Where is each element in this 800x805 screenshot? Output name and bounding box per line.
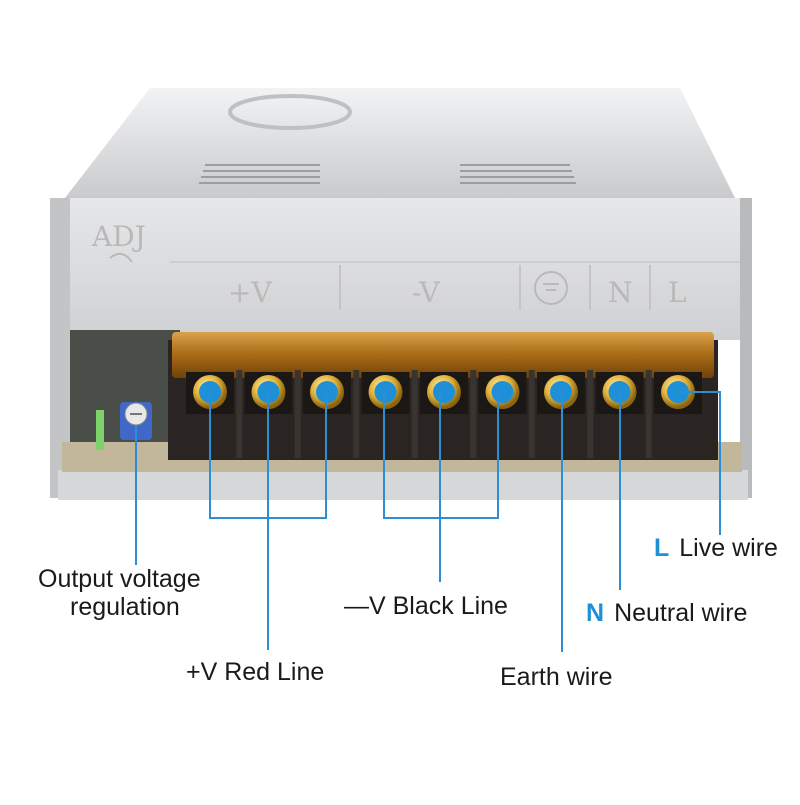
terminal-divider-2: [294, 370, 301, 458]
neutral-key: N: [586, 599, 605, 627]
live-key: L: [654, 534, 670, 562]
terminal-6: [478, 372, 527, 414]
panel-markings: ADJ +V -V N L: [91, 220, 740, 310]
terminal-divider-5: [470, 370, 477, 458]
neutral-wire-label: N Neutral wire: [586, 598, 747, 628]
terminal-divider-1: [236, 370, 243, 458]
housing-right-side: [740, 198, 752, 498]
terminal-9: [654, 372, 702, 414]
leader-live: [680, 391, 721, 535]
marker-dot-6: [491, 381, 514, 403]
neutral-text: Neutral wire: [614, 599, 748, 627]
output-voltage-label-line1: Output voltage: [38, 565, 201, 593]
fan-outline: [228, 94, 352, 130]
live-text: Live wire: [679, 534, 778, 562]
terminal-divider-3: [353, 370, 360, 458]
adj-marking: ADJ: [91, 220, 146, 253]
terminal-4: [361, 372, 410, 414]
live-wire-label: L Live wire: [654, 533, 778, 563]
minus-v-black-line-label: —V Black Line: [344, 592, 508, 620]
marker-dot-9: [667, 381, 689, 403]
leader-lines: [135, 390, 721, 652]
terminal-divider-4: [411, 370, 418, 458]
led: [96, 410, 104, 450]
terminal-divider-8: [645, 370, 652, 458]
plus-v-red-line-label: +V Red Line: [186, 658, 325, 686]
housing-left-side: [50, 198, 70, 498]
earth-symbol-icon: [534, 271, 568, 305]
terminal-dividers: [236, 370, 652, 458]
n-marking: N: [608, 276, 633, 309]
housing-front: [50, 198, 750, 340]
top-vent-slots: [199, 164, 576, 184]
terminal-divider-7: [587, 370, 594, 458]
terminal-divider-6: [528, 370, 535, 458]
terminal-screws: [186, 372, 702, 414]
earth-wire-label: Earth wire: [500, 663, 613, 691]
output-voltage-label-line2: regulation: [70, 593, 180, 621]
minus-v-marking: -V: [412, 276, 440, 309]
housing-bottom-lip: [58, 470, 748, 500]
plus-v-marking: +V: [228, 276, 272, 309]
marker-dot-5: [433, 381, 455, 403]
housing-top: [65, 88, 735, 198]
marker-dot-4: [374, 381, 397, 403]
terminal-cover: [172, 332, 714, 378]
l-marking: L: [668, 276, 687, 309]
terminal-5: [420, 372, 468, 414]
